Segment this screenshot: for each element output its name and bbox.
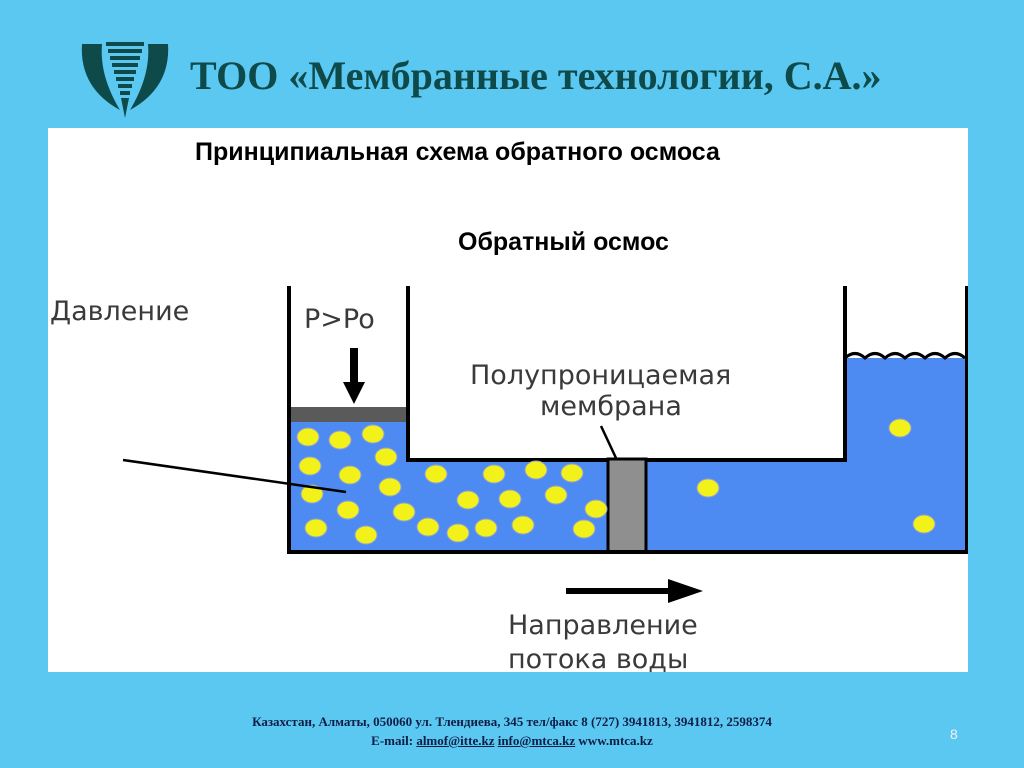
vessel-walls xyxy=(287,286,968,554)
website-text: www.mtca.kz xyxy=(578,733,653,748)
logo-funnel-icon xyxy=(106,42,144,118)
pressure-pointer-line xyxy=(122,458,347,494)
slide-title: Принципиальная схема обратного осмоса xyxy=(195,138,720,166)
page-number: 8 xyxy=(950,726,958,742)
logo-leaf-left-icon xyxy=(81,44,120,110)
email-label: E-mail: xyxy=(371,733,414,748)
logo-leaf-right-icon xyxy=(130,44,169,110)
membrane-pointer-line xyxy=(599,425,618,459)
flow-direction-line1: Направление xyxy=(508,610,698,641)
footer-address: Казахстан, Алматы, 050060 ул. Тлендиева,… xyxy=(252,714,772,729)
footer-contacts: E-mail: almof@itte.kz info@mtca.kz www.m… xyxy=(0,731,1024,750)
flow-direction-line2: потока воды xyxy=(508,644,688,672)
email-link-info[interactable]: info@mtca.kz xyxy=(497,733,576,748)
email-link-almof[interactable]: almof@itte.kz xyxy=(416,733,495,748)
pressure-label: Давление xyxy=(50,296,189,327)
company-logo xyxy=(81,42,169,118)
diagram-caption: Обратный осмос xyxy=(458,228,669,256)
content-panel: Принципиальная схема обратного осмоса Об… xyxy=(48,128,968,672)
membrane-label-line2: мембрана xyxy=(540,391,682,422)
water-surface-wave xyxy=(843,352,967,361)
pressure-formula: P>Po xyxy=(304,304,375,335)
semipermeable-membrane xyxy=(606,457,648,554)
right-arrow-icon xyxy=(566,579,703,603)
reverse-osmosis-diagram: Давление P>Po Полупроницаемая мембрана Н… xyxy=(50,286,968,672)
down-arrow-icon xyxy=(343,348,365,404)
right-water-chamber xyxy=(845,358,965,552)
right-water-channel xyxy=(646,462,846,552)
company-title: ТОО «Мембранные технологии, С.А.» xyxy=(190,53,882,98)
membrane-label-line1: Полупроницаемая xyxy=(470,360,731,391)
piston xyxy=(290,407,408,422)
salt-particles xyxy=(296,418,936,545)
footer: Казахстан, Алматы, 050060 ул. Тлендиева,… xyxy=(0,712,1024,750)
